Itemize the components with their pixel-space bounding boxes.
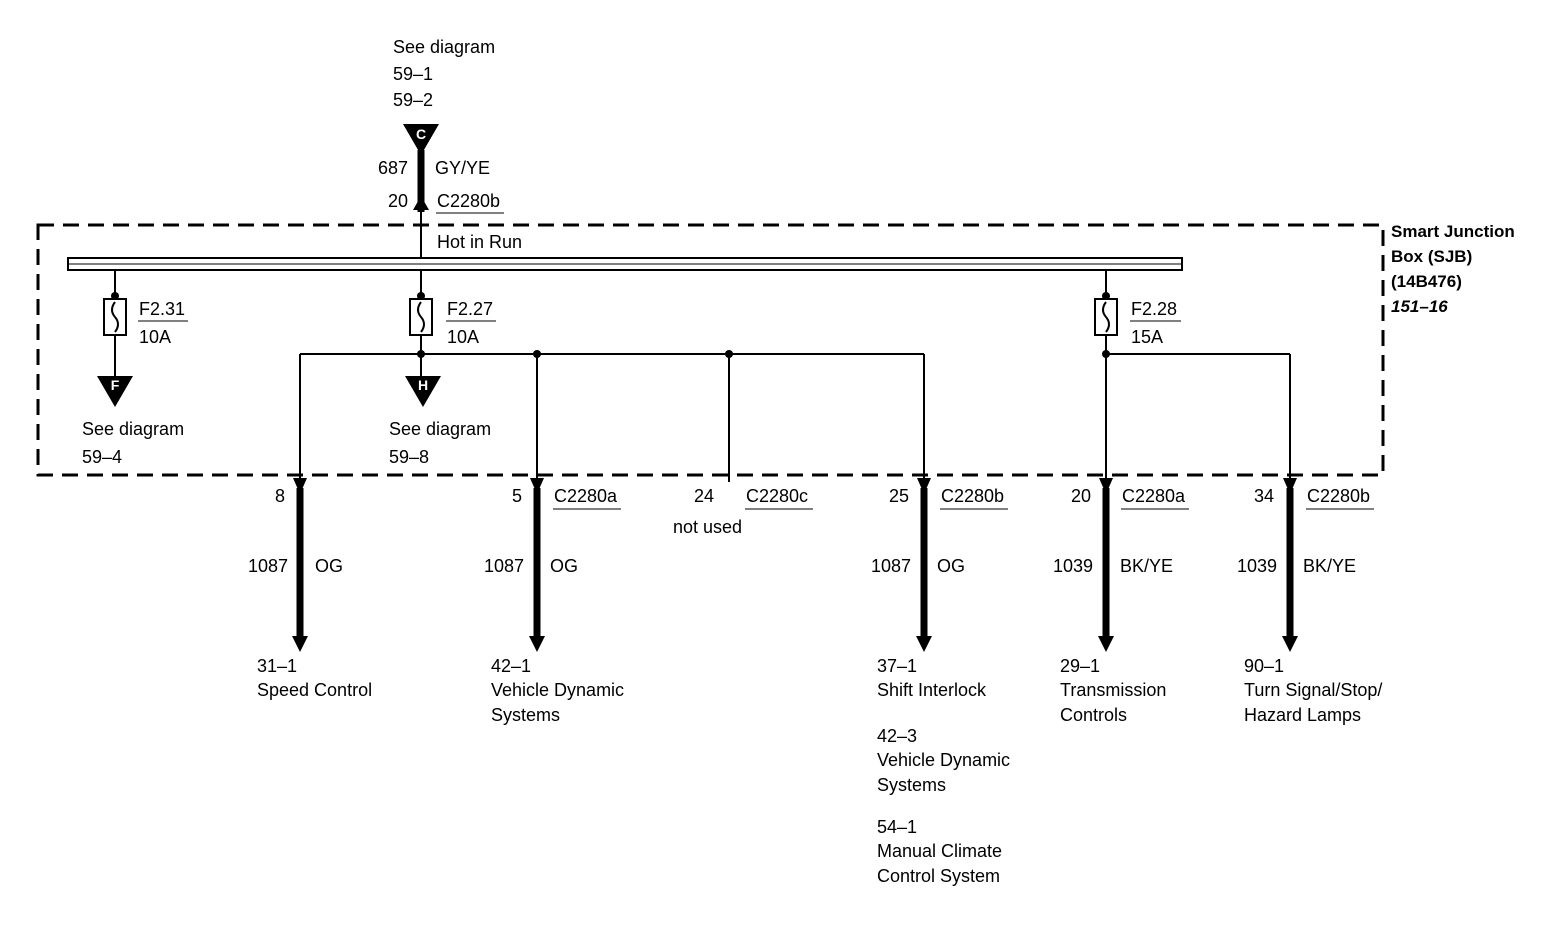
output-vds-connector: C2280a [554, 486, 618, 506]
fuse-f2-28 [1094, 270, 1291, 478]
output-shift-interlock [916, 478, 932, 652]
output-not-used-note: not used [673, 517, 742, 537]
output-vds-ref: 42–1 [491, 656, 531, 676]
fuse-f2-31-id: F2.31 [139, 299, 185, 319]
output-trans-pin: 20 [1071, 486, 1091, 506]
output-vds-circuit: 1087 [484, 556, 524, 576]
output-trans-connector: C2280a [1122, 486, 1186, 506]
fuse-f2-31-see-diagram: See diagram [82, 419, 184, 439]
sjb-title-line1: Smart Junction [1391, 222, 1515, 241]
output-shift-connector: C2280b [941, 486, 1004, 506]
output-speed-control-circuit: 1087 [248, 556, 288, 576]
output-speed-control-color: OG [315, 556, 343, 576]
input-pin: 20 [388, 191, 408, 211]
fuse-f2-27-ref: 59–8 [389, 447, 429, 467]
output-trans-label-2: Controls [1060, 705, 1127, 725]
output-not-used-connector: C2280c [746, 486, 808, 506]
output-speed-control-pin: 8 [275, 486, 285, 506]
output-speed-control [292, 478, 308, 652]
output-trans-ref: 29–1 [1060, 656, 1100, 676]
output-not-used-pin: 24 [694, 486, 714, 506]
input-color: GY/YE [435, 158, 490, 178]
fuse-f2-27-id: F2.27 [447, 299, 493, 319]
output-speed-control-label: Speed Control [257, 680, 372, 700]
fuse-f2-28-amps: 15A [1131, 327, 1163, 347]
fuse-f2-27-amps: 10A [447, 327, 479, 347]
output-turn-label-1: Turn Signal/Stop/ [1244, 680, 1382, 700]
input-circuit: 687 [378, 158, 408, 178]
output-shift-circuit: 1087 [871, 556, 911, 576]
output-shift-color: OG [937, 556, 965, 576]
output-shift-ref-2: 42–3 [877, 726, 917, 746]
output-trans-label-1: Transmission [1060, 680, 1166, 700]
sjb-ref: 151–16 [1391, 297, 1448, 316]
sjb-part-number: (14B476) [1391, 272, 1462, 291]
output-shift-label-3a: Manual Climate [877, 841, 1002, 861]
output-vds-color: OG [550, 556, 578, 576]
output-trans-color: BK/YE [1120, 556, 1173, 576]
input-connector-c: C [403, 124, 439, 155]
output-turn-pin: 34 [1254, 486, 1274, 506]
output-shift-ref-3: 54–1 [877, 817, 917, 837]
sjb-title-line2: Box (SJB) [1391, 247, 1472, 266]
output-vds-pin: 5 [512, 486, 522, 506]
output-turn-label-2: Hazard Lamps [1244, 705, 1361, 725]
output-shift-label-2b: Systems [877, 775, 946, 795]
fuse-f2-31-ref: 59–4 [82, 447, 122, 467]
bus-label: Hot in Run [437, 232, 522, 252]
sjb-boundary [36, 223, 1385, 477]
connector-h: H [405, 376, 441, 407]
output-shift-label-1: Shift Interlock [877, 680, 987, 700]
svg-text:C: C [416, 126, 426, 142]
output-speed-control-ref: 31–1 [257, 656, 297, 676]
output-trans-circuit: 1039 [1053, 556, 1093, 576]
output-transmission-controls [1098, 478, 1114, 652]
output-turn-circuit: 1039 [1237, 556, 1277, 576]
connector-f: F [97, 376, 133, 407]
output-shift-ref-1: 37–1 [877, 656, 917, 676]
output-turn-ref: 90–1 [1244, 656, 1284, 676]
fuse-f2-27-see-diagram: See diagram [389, 419, 491, 439]
output-turn-color: BK/YE [1303, 556, 1356, 576]
input-connector: C2280b [437, 191, 500, 211]
input-arrow [413, 196, 429, 210]
input-see-diagram: See diagram [393, 37, 495, 57]
output-shift-label-2a: Vehicle Dynamic [877, 750, 1010, 770]
fuse-f2-31 [103, 270, 127, 378]
output-vds-label-1: Vehicle Dynamic [491, 680, 624, 700]
svg-text:F: F [111, 377, 120, 393]
fuse-f2-31-amps: 10A [139, 327, 171, 347]
output-shift-pin: 25 [889, 486, 909, 506]
input-ref-1: 59–1 [393, 64, 433, 84]
svg-text:H: H [418, 377, 428, 393]
output-turn-connector: C2280b [1307, 486, 1370, 506]
output-shift-label-3b: Control System [877, 866, 1000, 886]
output-vehicle-dynamic-systems [529, 478, 545, 652]
fuse-f2-28-id: F2.28 [1131, 299, 1177, 319]
input-ref-2: 59–2 [393, 90, 433, 110]
output-turn-signal [1282, 478, 1298, 652]
output-vds-label-2: Systems [491, 705, 560, 725]
fuse-f2-27 [409, 270, 433, 378]
